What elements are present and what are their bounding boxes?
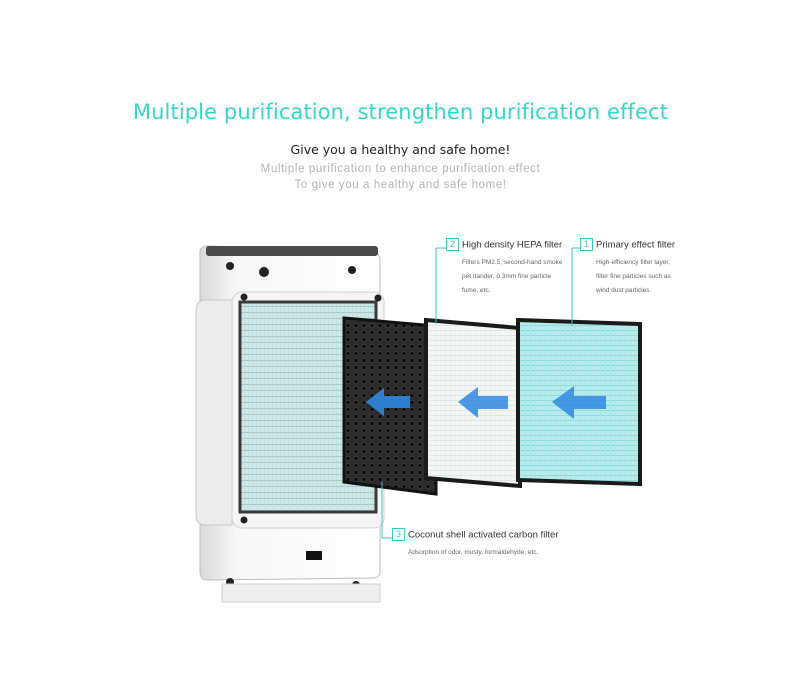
callout-body-line: fume, etc.: [462, 287, 491, 294]
callout-number-badge: 3: [392, 528, 405, 542]
callout-body-line: High-efficiency filter layer,: [596, 259, 670, 266]
callout-body-line: wind dust particles.: [596, 287, 652, 294]
callout-body-line: Adsorption of odor, musty, formaldehyde,…: [408, 549, 539, 556]
airflow-arrow-icon: [366, 388, 410, 416]
callout-body-line: pet dander, 0.3mm fine particle: [462, 273, 552, 280]
callout-title: Primary effect filter: [596, 239, 676, 251]
callout-number-badge: 2: [446, 238, 459, 252]
callout-title: High density HEPA filter: [462, 239, 563, 251]
callout-number-badge: 1: [580, 238, 593, 252]
headline: Multiple purification, strengthen purifi…: [132, 100, 669, 124]
subheading: Give you a healthy and safe home!: [290, 142, 511, 157]
description-line-1: Multiple purification to enhance purific…: [260, 163, 541, 175]
description-line-2: To give you a healthy and safe home!: [294, 179, 507, 191]
airflow-arrow-icon: [458, 387, 508, 418]
callout-body-line: Filters PM2.5, second-hand smoke: [462, 259, 563, 266]
airflow-arrow-icon: [552, 386, 606, 419]
callout-body-line: filter fine particles such as: [596, 273, 671, 280]
callout-title: Coconut shell activated carbon filter: [408, 529, 559, 541]
